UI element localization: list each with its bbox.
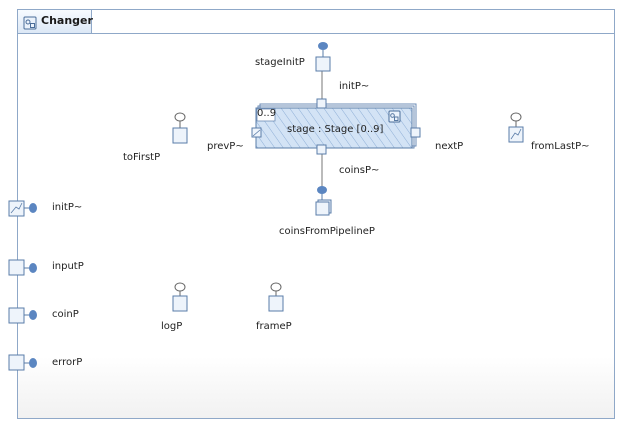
label-tofirstp: toFirstP [123,152,161,163]
label-fromlastp: fromLastP~ [531,141,590,152]
border-inputp-port[interactable] [8,259,37,276]
border-errorp-port[interactable] [8,354,37,371]
label-errorp: errorP [52,357,83,368]
label-prevp: prevP~ [207,141,244,152]
stageinitp-port[interactable] [315,42,331,72]
framep-port[interactable] [268,282,284,312]
tofirstp-port[interactable] [172,112,188,144]
capsule-icon [23,15,37,34]
label-coinsp-inner: coinsP~ [339,165,380,176]
label-framep: frameP [256,321,292,332]
capsule-tab[interactable]: Changer [18,10,93,34]
border-initp-port[interactable] [8,200,37,217]
stage-coinsp-port[interactable] [316,144,327,155]
part-capsule-icon [388,110,401,123]
label-coinsfrompipelinep: coinsFromPipelineP [279,226,375,237]
logp-port[interactable] [172,282,188,312]
border-coinp-port[interactable] [8,307,37,324]
label-logp: logP [161,321,183,332]
fromlastp-port[interactable] [508,112,524,143]
label-stageinitp: stageInitP [255,57,305,68]
label-border-initp: initP~ [52,202,83,213]
label-coinp: coinP [52,309,79,320]
label-inputp: inputP [52,261,84,272]
stage-nextp-port[interactable] [410,127,421,138]
coinsfrompipelinep-port[interactable] [315,186,332,216]
label-nextp: nextP [435,141,464,152]
capsule-title: Changer [41,14,93,27]
part-label: stage : Stage [0..9] [287,124,384,135]
part-multiplicity: 0..9 [257,108,277,119]
stage-initp-port[interactable] [316,98,327,109]
capsule-title-bar: Changer [18,10,614,34]
label-initp-inner: initP~ [339,81,370,92]
capsule-frame: Changer [17,9,615,419]
